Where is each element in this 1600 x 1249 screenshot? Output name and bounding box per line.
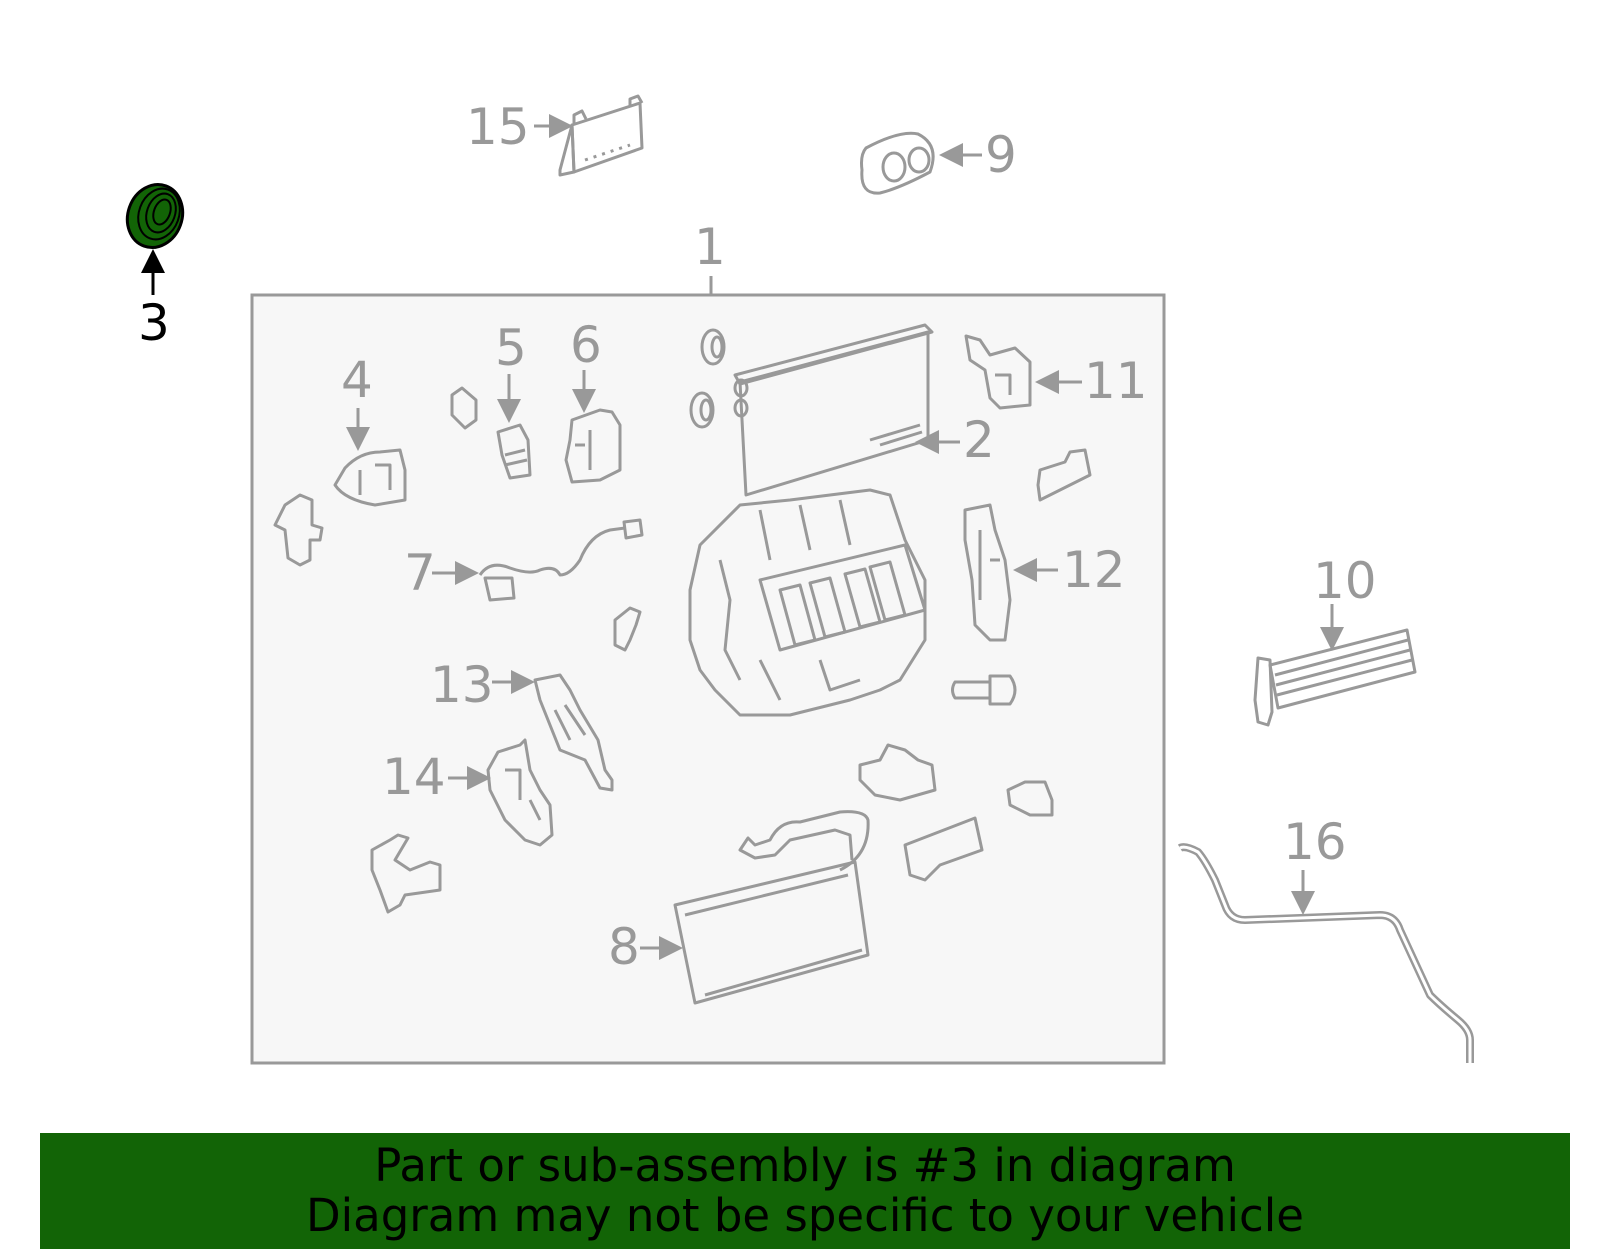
callout-14[interactable]: 14	[382, 748, 446, 806]
part-11-actuator-icon[interactable]	[964, 334, 1032, 410]
duct-icon	[1006, 780, 1054, 817]
callout-8[interactable]: 8	[608, 918, 640, 976]
part-8-heater-core-icon[interactable]	[673, 810, 870, 1005]
callout-10[interactable]: 10	[1313, 552, 1377, 610]
part-9-grommet-icon[interactable]	[860, 131, 935, 195]
cap-icon	[450, 386, 478, 430]
callout-15[interactable]: 15	[466, 98, 530, 156]
banner-line-part-number: Part or sub-assembly is #3 in diagram	[374, 1139, 1236, 1192]
part-12-actuator-icon[interactable]	[963, 503, 1012, 642]
callout-2[interactable]: 2	[963, 411, 995, 469]
callout-16[interactable]: 16	[1283, 813, 1347, 871]
part-16-pipe-icon[interactable]	[1177, 843, 1474, 1063]
heater-case-icon[interactable]	[688, 488, 927, 717]
bracket-icon	[1036, 448, 1092, 502]
duct-icon	[903, 816, 984, 882]
clip-icon	[613, 606, 642, 652]
callout-6[interactable]: 6	[570, 316, 602, 374]
callout-5[interactable]: 5	[495, 319, 527, 377]
part-10-ptc-heater-icon[interactable]	[1253, 628, 1417, 727]
part-6-actuator-icon[interactable]	[564, 408, 622, 484]
callout-4[interactable]: 4	[341, 351, 373, 409]
callout-1[interactable]: 1	[694, 218, 726, 276]
callout-7[interactable]: 7	[404, 544, 436, 602]
callout-9[interactable]: 9	[985, 126, 1017, 184]
o-ring-icon	[689, 328, 726, 429]
part-7-wire-harness-icon[interactable]	[478, 518, 644, 602]
callout-12[interactable]: 12	[1062, 541, 1126, 599]
part-15-bracket-icon[interactable]	[558, 94, 644, 177]
info-banner: Part or sub-assembly is #3 in diagram Di…	[40, 1133, 1570, 1249]
callout-13[interactable]: 13	[430, 656, 494, 714]
part-14-bracket-icon[interactable]	[486, 738, 554, 847]
bracket-icon	[370, 833, 442, 914]
callout-3[interactable]: 3	[138, 294, 170, 352]
clip-icon	[273, 493, 324, 567]
bolt-icon	[951, 674, 1017, 706]
duct-icon	[858, 743, 937, 802]
callout-11[interactable]: 11	[1084, 352, 1148, 410]
part-3-seal-highlighted-icon[interactable]	[119, 177, 192, 256]
part-5-servo-icon[interactable]	[496, 423, 532, 480]
banner-line-disclaimer: Diagram may not be specific to your vehi…	[306, 1189, 1304, 1242]
part-13-duct-icon[interactable]	[533, 673, 614, 792]
part-4-motor-icon[interactable]	[333, 448, 407, 507]
